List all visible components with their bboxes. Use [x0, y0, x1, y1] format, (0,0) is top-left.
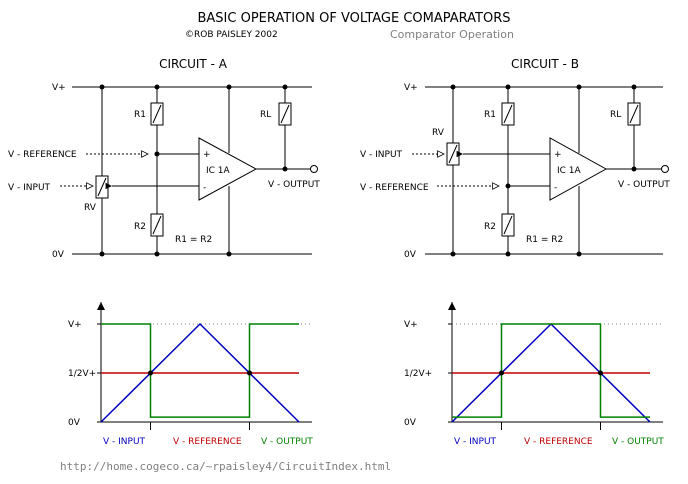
- ground-label: 0V: [404, 250, 417, 260]
- r1-hatch: [152, 104, 162, 124]
- waveform-graph-a: V+ 1/2V+ 0V V - INPUT V - REFERENCE V - OUTPU…: [68, 302, 313, 447]
- vplus-label: V+: [404, 83, 418, 93]
- junction-dot: [226, 84, 232, 90]
- junction-dot: [282, 84, 288, 90]
- minus-sign: -: [203, 183, 206, 193]
- copyright: ©ROB PAISLEY 2002: [185, 30, 278, 40]
- subtitle: Comparator Operation: [390, 28, 514, 41]
- plus-sign: +: [554, 150, 562, 160]
- junction-dot: [154, 84, 160, 90]
- rv-label: RV: [84, 203, 97, 213]
- y-tick-label: 0V: [68, 418, 81, 428]
- crossing-dot: [598, 370, 603, 376]
- output-terminal: [310, 165, 318, 173]
- rl-label: RL: [610, 110, 621, 120]
- opamp: [198, 137, 258, 201]
- rv-hatch: [97, 177, 107, 197]
- junction-dot: [99, 84, 105, 90]
- r2-hatch: [503, 215, 513, 235]
- junction-dot: [450, 84, 456, 90]
- minus-sign: -: [554, 183, 557, 193]
- rl-label: RL: [260, 110, 271, 120]
- vref-label-a: V - REFERENCE: [8, 150, 77, 160]
- crossing-dot: [499, 370, 504, 376]
- legend-entry: V - INPUT: [454, 437, 497, 447]
- vin-label-a: V - INPUT: [8, 183, 51, 193]
- vplus-label: V+: [52, 83, 66, 93]
- y-tick-label: 1/2V+: [404, 369, 432, 379]
- junction-dot: [631, 166, 637, 172]
- footer-url: http://home.cogeco.ca/~rpaisley4/Circuit…: [60, 460, 391, 473]
- r2-label: R2: [484, 222, 496, 232]
- r2-label: R2: [134, 222, 146, 232]
- junction-dot: [154, 251, 160, 257]
- junction-dot: [282, 166, 288, 172]
- junction-dot: [154, 151, 160, 157]
- y-tick-label: V+: [404, 320, 418, 330]
- vout-label-a: V - OUTPUT: [268, 180, 320, 190]
- y-tick-label: V+: [68, 320, 82, 330]
- legend-entry: V - OUTPUT: [261, 437, 313, 447]
- rv-hatch: [448, 144, 458, 164]
- r1-label: R1: [484, 110, 496, 120]
- vout-label-b: V - OUTPUT: [618, 180, 670, 190]
- y-tick-label: 1/2V+: [68, 369, 96, 379]
- output-terminal: [661, 165, 669, 173]
- y-axis-arrow: [448, 302, 456, 310]
- r1-hatch: [503, 104, 513, 124]
- series-line: [452, 323, 650, 418]
- circuit-a: CIRCUIT - A V+ 0V RV R1 R2 + - IC 1A: [8, 57, 320, 260]
- y-tick-label: 0V: [404, 418, 417, 428]
- rl-hatch: [280, 104, 290, 124]
- plus-sign: +: [203, 150, 211, 160]
- page-title: BASIC OPERATION OF VOLTAGE COMAPARATORS: [197, 11, 510, 26]
- crossing-dot: [148, 370, 153, 376]
- junction-dot: [505, 183, 511, 189]
- r2-hatch: [152, 215, 162, 235]
- legend-entry: V - INPUT: [103, 437, 146, 447]
- junction-dot: [226, 251, 232, 257]
- junction-dot: [576, 84, 582, 90]
- opamp: [549, 137, 608, 201]
- equality-note-b: R1 = R2: [526, 235, 563, 245]
- series-line: [100, 322, 300, 423]
- junction-dot: [631, 84, 637, 90]
- crossing-dot: [247, 370, 252, 376]
- series-line: [101, 323, 299, 418]
- circuit-b: CIRCUIT - B V+ 0V RV R1 R2 + - IC 1A: [360, 57, 670, 260]
- waveform-graph-b: V+ 1/2V+ 0V V - INPUT V - REFERENCE V - OUTPU…: [404, 302, 664, 447]
- junction-dot: [576, 251, 582, 257]
- legend-entry: V - OUTPUT: [612, 437, 664, 447]
- ground-label: 0V: [52, 250, 65, 260]
- circuit-b-title: CIRCUIT - B: [511, 57, 579, 71]
- legend-entry: V - REFERENCE: [524, 437, 593, 447]
- ic-label: IC 1A: [557, 166, 582, 176]
- r1-label: R1: [134, 110, 146, 120]
- rv-label: RV: [432, 128, 445, 138]
- vin-label-b: V - INPUT: [360, 150, 403, 160]
- junction-dot: [505, 84, 511, 90]
- junction-dot: [450, 251, 456, 257]
- vref-label-b: V - REFERENCE: [360, 183, 429, 193]
- y-axis-arrow: [97, 302, 105, 310]
- junction-dot: [99, 251, 105, 257]
- ic-label: IC 1A: [206, 166, 231, 176]
- circuit-a-title: CIRCUIT - A: [159, 57, 228, 71]
- equality-note-a: R1 = R2: [175, 235, 212, 245]
- legend-entry: V - REFERENCE: [173, 437, 242, 447]
- rl-hatch: [629, 104, 639, 124]
- junction-dot: [505, 251, 511, 257]
